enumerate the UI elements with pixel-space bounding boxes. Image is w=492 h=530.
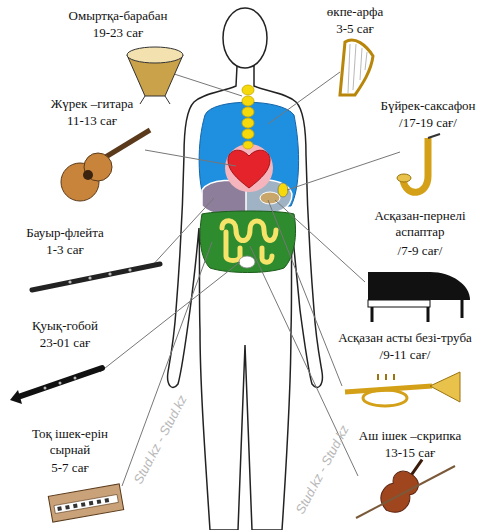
organ-instrument-label: Қуық-гобой xyxy=(32,318,98,334)
time-label: 1-3 сағ xyxy=(46,242,84,258)
time-label: 3-5 сағ xyxy=(336,21,374,37)
organ-instrument-label: Жүрек –гитара xyxy=(51,96,134,112)
organ-instrument-label: Аш ішек –скрипка xyxy=(359,428,462,444)
organ-instrument-label: Омыртқа-барабан xyxy=(69,8,168,24)
organ-instrument-label: Асқазан асты безі-труба xyxy=(338,330,472,346)
organ-instrument-label: Тоқ ішек-ерін сырнай xyxy=(20,426,120,458)
time-label: 5-7 сағ xyxy=(51,460,89,476)
watermark: Stud.kz - Stud.kz xyxy=(292,423,351,517)
organ-instrument-label: Асқазан-пернелі аспаптар xyxy=(360,208,480,240)
organ-instrument-label: Бауыр-флейта xyxy=(26,225,104,241)
time-label: 13-15 сағ xyxy=(385,445,436,461)
time-label: 19-23 сағ xyxy=(93,25,144,41)
time-label: 23-01 сағ xyxy=(40,335,91,351)
time-label: /17-19 сағ/ xyxy=(399,115,457,131)
organ-instrument-label: Бүйрек-саксафон xyxy=(380,98,475,114)
time-label: /7-9 сағ/ xyxy=(398,243,443,259)
time-label: 11-13 сағ xyxy=(67,113,117,129)
time-label: /9-11 сағ/ xyxy=(380,347,431,363)
organ-instrument-label: өкпе-арфа xyxy=(327,4,383,20)
